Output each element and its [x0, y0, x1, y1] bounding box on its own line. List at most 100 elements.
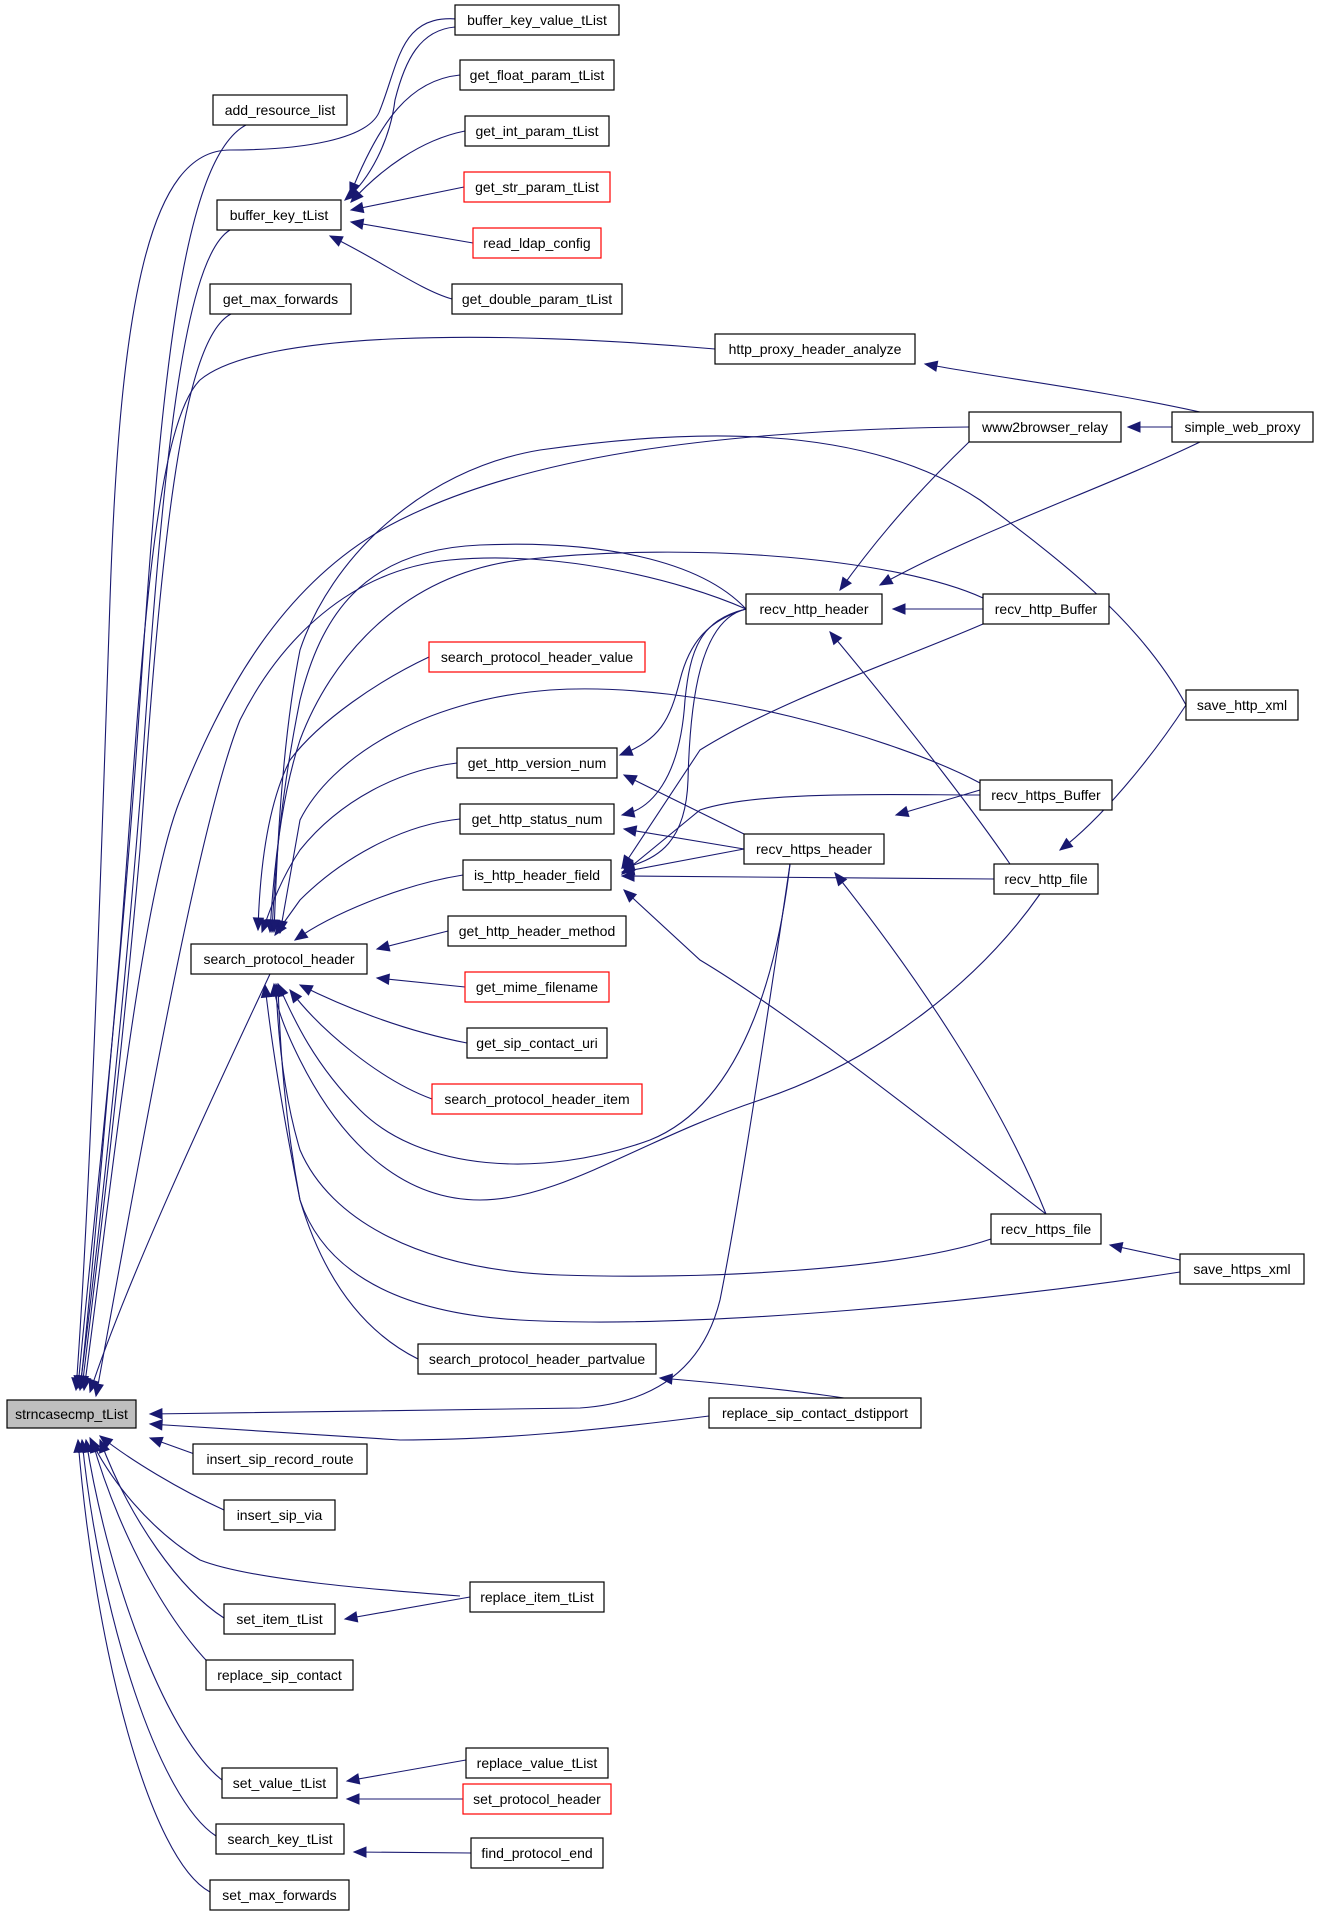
node-save_http_xml[interactable]: save_http_xml [1185, 689, 1299, 721]
node-recv_http_header[interactable]: recv_http_header [745, 593, 883, 625]
node-box[interactable] [456, 747, 618, 779]
edge-line [269, 551, 984, 933]
node-box[interactable] [192, 1443, 368, 1475]
node-box[interactable] [470, 1837, 604, 1869]
node-box[interactable] [462, 1783, 612, 1815]
node-box[interactable] [216, 199, 342, 231]
node-save_https_xml[interactable]: save_https_xml [1179, 1253, 1305, 1285]
node-box[interactable] [428, 641, 646, 673]
node-box[interactable] [968, 411, 1122, 443]
node-box[interactable] [990, 1213, 1102, 1245]
node-replace_sip_contact[interactable]: replace_sip_contact [205, 1659, 354, 1691]
node-search_protocol_header_item[interactable]: search_protocol_header_item [431, 1083, 643, 1115]
node-buffer_key_value_tList[interactable]: buffer_key_value_tList [454, 4, 620, 36]
node-get_int_param_tList[interactable]: get_int_param_tList [464, 115, 610, 147]
node-box[interactable] [215, 1823, 345, 1855]
node-recv_https_file[interactable]: recv_https_file [990, 1213, 1102, 1245]
node-box[interactable] [462, 859, 612, 891]
node-recv_https_header[interactable]: recv_https_header [743, 833, 885, 865]
node-get_http_status_num[interactable]: get_http_status_num [459, 803, 615, 835]
node-box[interactable] [1179, 1253, 1305, 1285]
node-box[interactable] [465, 1747, 609, 1779]
node-box[interactable] [464, 115, 610, 147]
node-label: simple_web_proxy [1185, 419, 1301, 435]
node-search_protocol_header_value[interactable]: search_protocol_header_value [428, 641, 646, 673]
node-box[interactable] [1171, 411, 1314, 443]
node-search_key_tList[interactable]: search_key_tList [215, 1823, 345, 1855]
node-get_http_version_num[interactable]: get_http_version_num [456, 747, 618, 779]
node-search_protocol_header[interactable]: search_protocol_header [190, 943, 368, 975]
edge-line [829, 631, 1011, 865]
node-box[interactable] [221, 1767, 338, 1799]
node-get_mime_filename[interactable]: get_mime_filename [464, 971, 610, 1003]
node-get_sip_contact_uri[interactable]: get_sip_contact_uri [466, 1027, 608, 1059]
node-box[interactable] [451, 283, 623, 315]
node-is_http_header_field[interactable]: is_http_header_field [462, 859, 612, 891]
node-box[interactable] [223, 1603, 336, 1635]
node-box[interactable] [743, 833, 885, 865]
node-set_protocol_header[interactable]: set_protocol_header [462, 1783, 612, 1815]
edge-line [83, 426, 970, 1391]
node-strncasecmp_tList[interactable]: strncasecmp_tList [6, 1399, 137, 1429]
edge-buffer_key_value_tList-to-buffer_key_tList [345, 1759, 467, 1785]
node-get_str_param_tList[interactable]: get_str_param_tList [463, 171, 611, 203]
node-get_float_param_tList[interactable]: get_float_param_tList [459, 59, 615, 91]
node-replace_sip_contact_dstipport[interactable]: replace_sip_contact_dstipport [708, 1397, 922, 1429]
node-replace_item_tList[interactable]: replace_item_tList [469, 1581, 605, 1613]
node-box[interactable] [472, 227, 602, 259]
node-box[interactable] [190, 943, 368, 975]
node-box[interactable] [209, 283, 352, 315]
node-box[interactable] [459, 803, 615, 835]
node-replace_value_tList[interactable]: replace_value_tList [465, 1747, 609, 1779]
node-recv_http_Buffer[interactable]: recv_http_Buffer [982, 593, 1110, 625]
node-box[interactable] [1185, 689, 1299, 721]
node-box[interactable] [714, 333, 916, 365]
node-box[interactable] [205, 1659, 354, 1691]
node-box[interactable] [993, 863, 1099, 895]
node-get_double_param_tList[interactable]: get_double_param_tList [451, 283, 623, 315]
node-buffer_key_tList[interactable]: buffer_key_tList [216, 199, 342, 231]
node-set_item_tList[interactable]: set_item_tList [223, 1603, 336, 1635]
node-box[interactable] [212, 94, 348, 126]
edge-line [839, 441, 970, 591]
edge-arrowhead-31 [293, 928, 309, 941]
edge-line [621, 623, 984, 869]
node-insert_sip_via[interactable]: insert_sip_via [223, 1499, 336, 1531]
node-http_proxy_header_analyze[interactable]: http_proxy_header_analyze [714, 333, 916, 365]
node-box[interactable] [417, 1343, 657, 1375]
node-www2browser_relay[interactable]: www2browser_relay [968, 411, 1122, 443]
edge-insert_sip_record_route-to-strncasecmp_tList [148, 1436, 201, 1457]
node-set_max_forwards[interactable]: set_max_forwards [209, 1879, 350, 1911]
node-search_protocol_header_partvalue[interactable]: search_protocol_header_partvalue [417, 1343, 657, 1375]
node-get_max_forwards[interactable]: get_max_forwards [209, 283, 352, 315]
node-box[interactable] [466, 1027, 608, 1059]
node-simple_web_proxy[interactable]: simple_web_proxy [1171, 411, 1314, 443]
node-find_protocol_end[interactable]: find_protocol_end [470, 1837, 604, 1869]
node-box[interactable] [979, 779, 1113, 811]
edge-replace_sip_contact_dstipport-to-strncasecmp_tList [148, 863, 791, 1420]
node-box[interactable] [6, 1399, 137, 1429]
node-get_http_header_method[interactable]: get_http_header_method [447, 915, 627, 947]
edge-arrowhead-14 [80, 1376, 92, 1392]
node-recv_http_file[interactable]: recv_http_file [993, 863, 1099, 895]
node-label: get_mime_filename [476, 979, 598, 995]
node-read_ldap_config[interactable]: read_ldap_config [472, 227, 602, 259]
node-box[interactable] [209, 1879, 350, 1911]
edge-line [273, 893, 1041, 1201]
node-recv_https_Buffer[interactable]: recv_https_Buffer [979, 779, 1113, 811]
node-set_value_tList[interactable]: set_value_tList [221, 1767, 338, 1799]
node-box[interactable] [463, 171, 611, 203]
node-box[interactable] [431, 1083, 643, 1115]
node-insert_sip_record_route[interactable]: insert_sip_record_route [192, 1443, 368, 1475]
edge-search_protocol_header_partvalue-to-search_protocol_header [375, 973, 466, 988]
node-box[interactable] [745, 593, 883, 625]
node-box[interactable] [223, 1499, 336, 1531]
node-box[interactable] [708, 1397, 922, 1429]
node-box[interactable] [469, 1581, 605, 1613]
node-add_resource_list[interactable]: add_resource_list [212, 94, 348, 126]
node-box[interactable] [447, 915, 627, 947]
node-box[interactable] [464, 971, 610, 1003]
node-box[interactable] [459, 59, 615, 91]
node-box[interactable] [982, 593, 1110, 625]
node-box[interactable] [454, 4, 620, 36]
